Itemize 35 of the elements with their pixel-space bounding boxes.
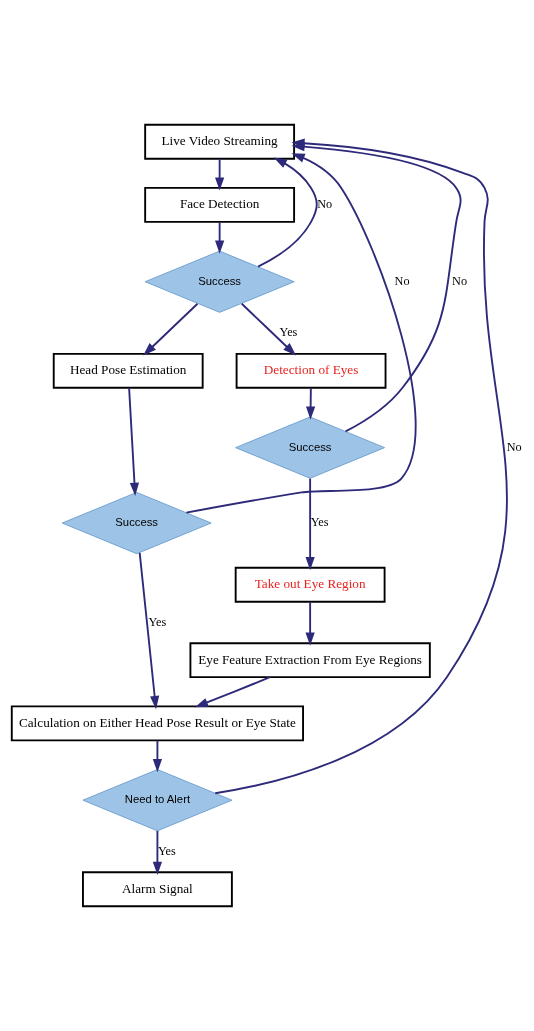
edge-label: Yes [157,843,176,858]
arrow [305,601,315,646]
arrow [257,157,318,268]
node-box: Take out Eye Region [234,566,386,603]
node-box: Face Detection [144,187,296,223]
node-box: Eye Feature Extraction From Eye Regions [189,642,431,679]
node-box: Calculation on Either Head Pose Result or Eye State [10,705,304,742]
arrow [143,302,199,356]
arrow [305,477,315,571]
node-box: Detection of Eyes [235,352,387,389]
node-diamond: Success [235,416,386,479]
arrow [215,157,225,191]
edge-label: Yes [279,325,298,340]
node-box: Alarm Signal [82,871,233,908]
arrow [214,138,508,795]
edge-label: No [506,439,522,454]
arrow [306,387,316,420]
arrow [185,153,417,514]
arrow [152,739,163,773]
edge-label: No [452,273,468,288]
edge-label: Yes [148,614,167,629]
edge-label: No [317,197,333,212]
arrow [138,551,160,710]
edge-label: No [394,273,410,288]
arrow [240,302,297,356]
node-box: Head Pose Estimation [52,352,204,389]
node-box: Live Video Streaming [144,123,296,160]
arrow [128,386,140,496]
node-diamond: Success [61,491,212,555]
arrow [215,221,225,254]
arrow [152,829,163,875]
node-diamond: Need to Alert [82,769,233,832]
node-diamond: Success [144,250,295,313]
edge-label: Yes [310,515,329,530]
arrow [194,676,271,708]
